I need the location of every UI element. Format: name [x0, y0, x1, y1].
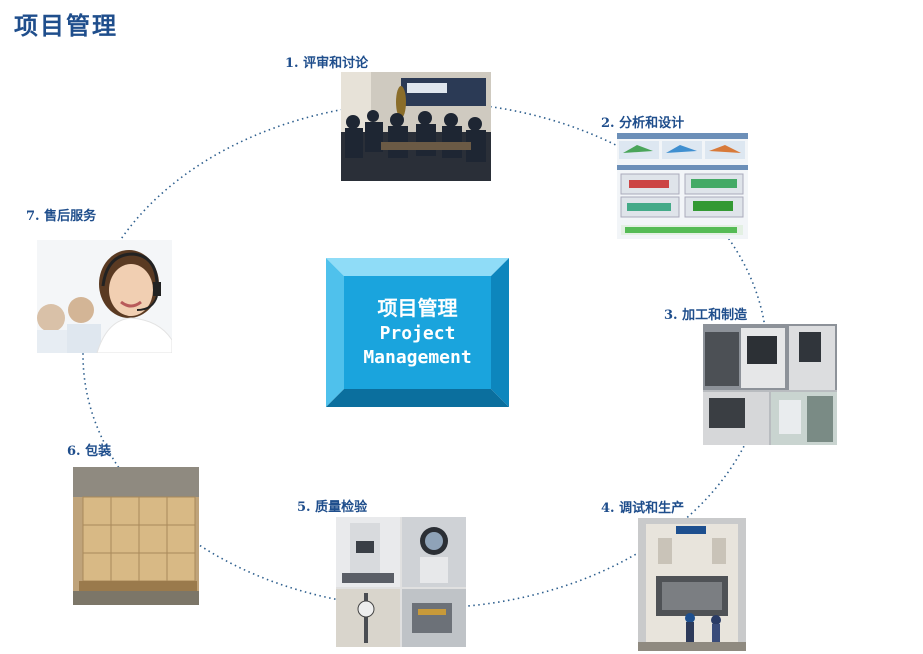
center-title-en-2: Management — [363, 347, 472, 368]
inspection-photo — [336, 517, 466, 647]
customer-service-photo — [37, 240, 172, 353]
step-label-inspection: 5. 质量检验 — [297, 500, 368, 515]
cnc-machines-photo — [703, 324, 837, 445]
step-label-design: 2. 分析和设计 — [601, 116, 685, 131]
step-label-after-sales: 7. 售后服务 — [26, 209, 97, 224]
step-label-production: 4. 调试和生产 — [601, 501, 685, 516]
simulation-software-photo — [617, 133, 748, 239]
press-machine-photo — [638, 518, 746, 651]
step-label-packaging: 6. 包装 — [67, 444, 112, 459]
center-box: 项目管理 Project Management — [326, 258, 509, 407]
page-title: 项目管理 — [14, 11, 118, 40]
meeting-photo — [341, 72, 491, 181]
center-title-cn: 项目管理 — [377, 295, 458, 320]
packaging-photo — [73, 467, 199, 605]
step-label-review: 1. 评审和讨论 — [285, 56, 369, 71]
center-title-en-1: Project — [379, 322, 456, 344]
step-label-manufacturing: 3. 加工和制造 — [664, 308, 748, 323]
